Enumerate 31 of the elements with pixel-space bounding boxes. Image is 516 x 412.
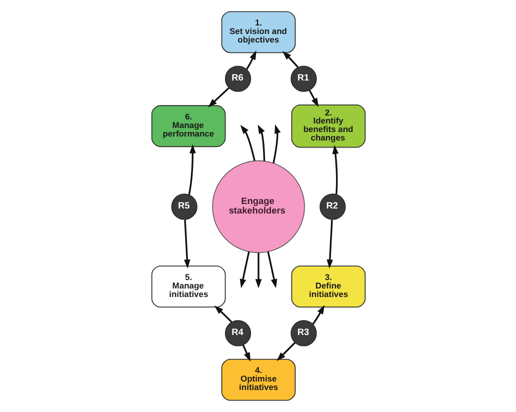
node-circle: R2 xyxy=(319,194,346,220)
node-box: 2. Identify benefits and changes xyxy=(290,104,366,148)
arrow xyxy=(312,304,324,325)
arrow xyxy=(257,124,265,161)
arrow xyxy=(214,306,232,323)
node-circle: R3 xyxy=(290,320,316,346)
node-box: 4. Optimise initiatives xyxy=(220,358,296,401)
node-circle: R6 xyxy=(224,66,251,92)
arrow xyxy=(242,344,250,362)
arrow xyxy=(239,252,250,288)
arrow xyxy=(276,342,296,361)
arrow xyxy=(326,220,333,269)
arrow xyxy=(332,144,338,194)
node-circle: Engage stakeholders xyxy=(212,160,304,254)
arrow xyxy=(308,90,318,108)
node-box: 1. Set vision and objectives xyxy=(220,11,296,54)
node-circle: R4 xyxy=(224,320,251,346)
arrow xyxy=(188,144,196,195)
node-box: 6. Manage performance xyxy=(150,105,226,148)
node-box: 3. Define initiatives xyxy=(290,266,366,308)
node-circle: R1 xyxy=(290,66,316,92)
arrow xyxy=(254,252,262,288)
arrow xyxy=(272,124,280,164)
arrow xyxy=(208,87,230,108)
node-box: 5. Manage initiatives xyxy=(150,266,226,308)
arrow xyxy=(183,220,190,269)
node-circle: R5 xyxy=(170,194,197,220)
arrow xyxy=(246,50,256,70)
arrow xyxy=(266,252,277,288)
arrow xyxy=(282,51,298,68)
arrow xyxy=(240,124,255,161)
